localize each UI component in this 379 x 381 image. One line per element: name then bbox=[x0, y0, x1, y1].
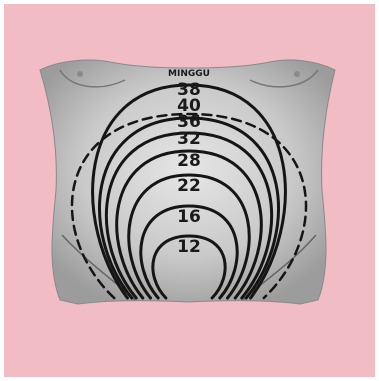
week-label-22: 22 bbox=[177, 176, 201, 196]
left-nipple bbox=[77, 71, 83, 77]
unit-label: MINGGU bbox=[168, 69, 210, 79]
week-label-16: 16 bbox=[177, 207, 201, 227]
week-label-12: 12 bbox=[177, 237, 201, 257]
right-nipple bbox=[294, 71, 300, 77]
week-label-28: 28 bbox=[177, 151, 201, 171]
top-fade bbox=[4, 4, 375, 48]
week-label-32: 32 bbox=[177, 129, 201, 149]
